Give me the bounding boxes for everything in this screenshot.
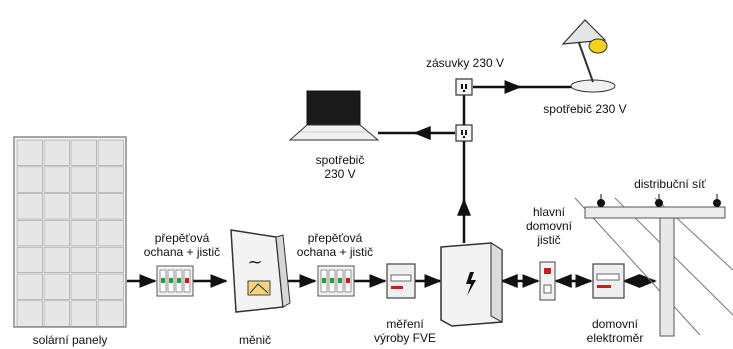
label-surge-1-line1: přepěťová bbox=[154, 231, 210, 245]
solar-cell bbox=[97, 273, 124, 300]
inverter-display bbox=[247, 280, 271, 296]
distribution-box bbox=[440, 242, 503, 327]
surge-module-indicator bbox=[322, 278, 326, 283]
laptop-icon bbox=[288, 90, 380, 141]
label-home-meter-line1: domovní bbox=[591, 317, 639, 331]
label-fve-meter-line2: výroby FVE bbox=[373, 331, 436, 345]
label-main-breaker-line2: domovní bbox=[525, 219, 573, 233]
solar-cell bbox=[43, 139, 70, 166]
label-distribution: distribuční síť bbox=[634, 177, 706, 191]
solar-cell bbox=[16, 220, 43, 247]
solar-cell bbox=[16, 139, 43, 166]
surge-module-indicator bbox=[338, 278, 342, 283]
solar-cell bbox=[16, 166, 43, 193]
label-inverter: měnič bbox=[238, 333, 271, 347]
solar-cell bbox=[70, 273, 97, 300]
solar-cell bbox=[43, 300, 70, 327]
label-surge-1: přepěťová ochana + jistič bbox=[137, 231, 227, 259]
solar-cell bbox=[70, 166, 97, 193]
solar-cell bbox=[16, 273, 43, 300]
solar-cell bbox=[43, 246, 70, 273]
label-surge-2: přepěťová ochana + jistič bbox=[287, 231, 383, 259]
label-home-meter-line2: elektroměr bbox=[586, 331, 644, 345]
label-surge-2-line1: přepěťová bbox=[307, 231, 363, 245]
surge-protector-1 bbox=[156, 265, 194, 297]
surge-module-indicator bbox=[330, 278, 334, 283]
label-laptop-appliance-line2: 230 V bbox=[324, 167, 356, 181]
label-fve-meter: měření výroby FVE bbox=[360, 317, 450, 345]
solar-cell bbox=[70, 139, 97, 166]
solar-cell bbox=[70, 220, 97, 247]
label-fve-meter-line1: měření bbox=[386, 317, 424, 331]
solar-cell bbox=[70, 300, 97, 327]
label-laptop-appliance-line1: spotřebič bbox=[315, 153, 365, 167]
surge-module-indicator bbox=[169, 278, 173, 283]
solar-cell bbox=[43, 193, 70, 220]
solar-cell bbox=[70, 246, 97, 273]
surge-protector-2-modules bbox=[320, 269, 352, 293]
label-surge-1-line2: ochana + jistič bbox=[143, 245, 221, 259]
solar-cell bbox=[97, 246, 124, 273]
socket-bottom bbox=[455, 124, 473, 142]
solar-cell bbox=[43, 166, 70, 193]
inverter-tilde-icon: ~ bbox=[247, 252, 262, 273]
solar-cell bbox=[97, 193, 124, 220]
solar-cell bbox=[97, 220, 124, 247]
label-solar-panels: solární panely bbox=[32, 333, 108, 347]
surge-module-indicator bbox=[177, 278, 181, 283]
solar-panel-cells bbox=[16, 139, 124, 327]
utility-pole bbox=[574, 194, 733, 337]
surge-module-indicator bbox=[185, 278, 189, 283]
solar-cell bbox=[97, 139, 124, 166]
solar-cell bbox=[43, 220, 70, 247]
wiring bbox=[127, 80, 657, 288]
surge-protector-2 bbox=[317, 265, 355, 297]
surge-module-indicator bbox=[346, 278, 350, 283]
label-surge-2-line2: ochana + jistič bbox=[296, 245, 374, 259]
solar-cell bbox=[16, 300, 43, 327]
lamp-icon bbox=[561, 19, 616, 93]
socket-top bbox=[455, 78, 473, 96]
solar-cell bbox=[43, 273, 70, 300]
fve-meter bbox=[386, 263, 416, 299]
surge-protector-1-modules bbox=[159, 269, 191, 293]
solar-cell bbox=[97, 166, 124, 193]
label-home-meter: domovní elektroměr bbox=[575, 317, 655, 345]
label-main-breaker-line3: jistič bbox=[537, 233, 561, 247]
solar-panel bbox=[13, 136, 127, 328]
label-laptop-appliance: spotřebič 230 V bbox=[305, 153, 375, 181]
label-main-breaker: hlavní domovní jistič bbox=[514, 205, 584, 247]
lightning-icon bbox=[466, 272, 476, 296]
solar-cell bbox=[16, 193, 43, 220]
solar-cell bbox=[97, 300, 124, 327]
label-main-breaker-line1: hlavní bbox=[532, 205, 566, 219]
inverter: ~ bbox=[230, 229, 291, 313]
surge-module-indicator bbox=[161, 278, 165, 283]
solar-cell bbox=[70, 193, 97, 220]
label-lamp-appliance: spotřebič 230 V bbox=[543, 102, 627, 116]
main-breaker bbox=[539, 261, 556, 301]
label-sockets: zásuvky 230 V bbox=[425, 56, 505, 70]
solar-cell bbox=[16, 246, 43, 273]
home-meter bbox=[592, 263, 625, 299]
